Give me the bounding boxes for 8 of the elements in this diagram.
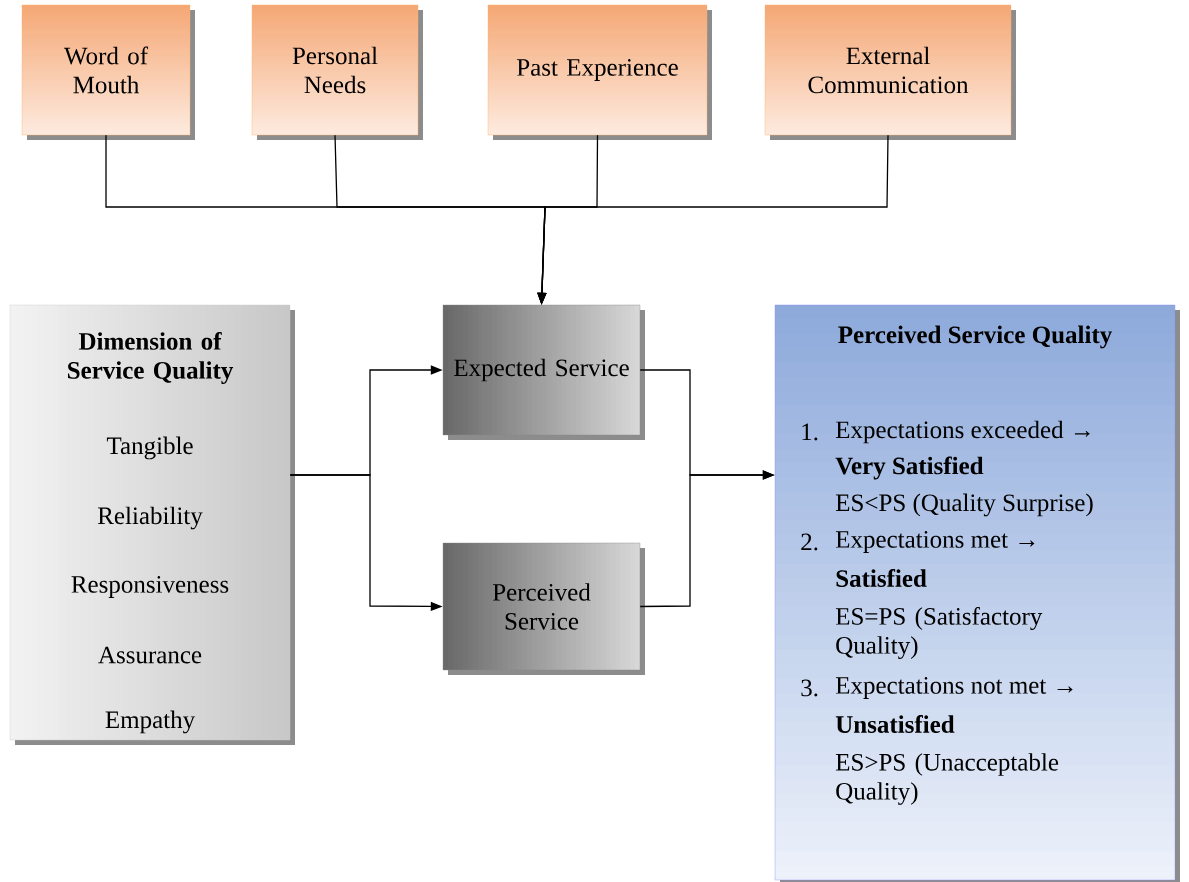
source-box: Word of Mouth [21,4,195,140]
source-box: Personal Needs [251,4,423,140]
process-box: Perceived Service [442,542,645,675]
process-box: Expected Service [442,304,645,440]
result-panel: Perceived Service Quality 1. Expectations exceeded → Very Satisfied ES<PS (Quality Surprise) 2. Expectations met → Satisfied ES=PS (Satisfactory Quality) 3. Expectations not met → Unsatisfied ES>PS (Unacceptable Quality) [774,304,1180,882]
dimension-panel: Dimension of Service Quality Tangible Reliability Responsiveness Assurance Empathy [9,304,295,745]
source-box: External Communication [764,4,1016,140]
source-box: Past Experience [487,4,712,140]
